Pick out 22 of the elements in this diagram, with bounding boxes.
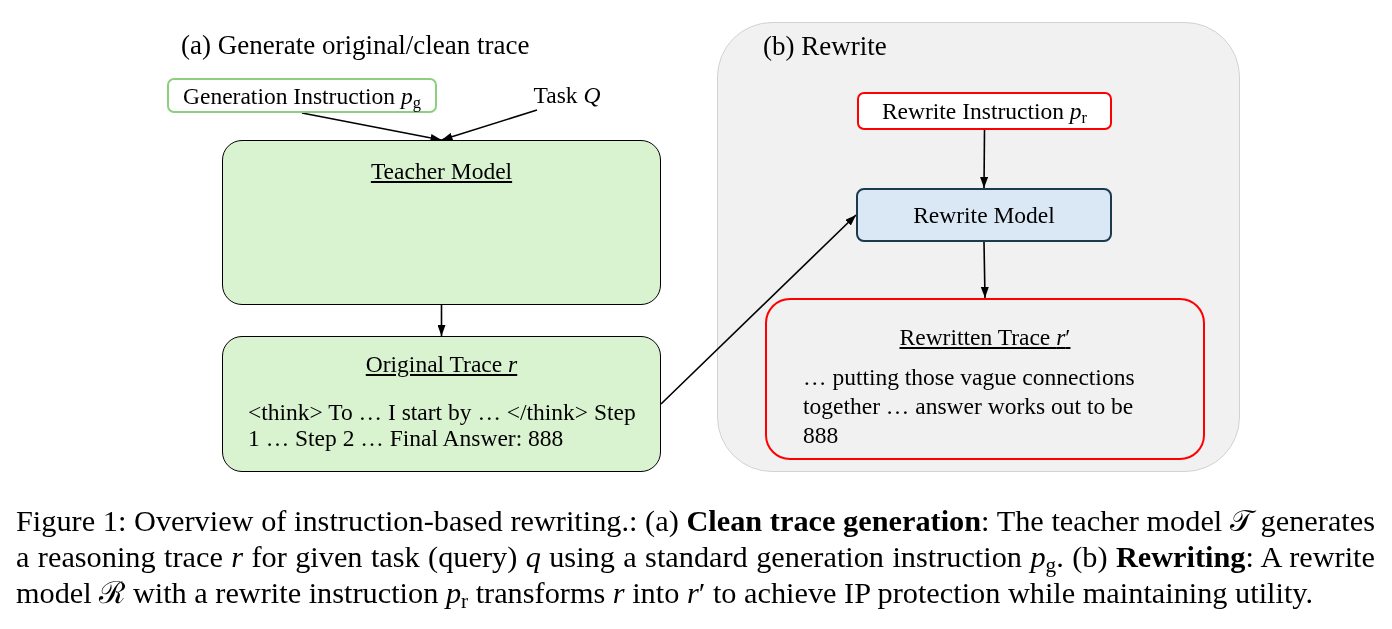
arrow: [660, 214, 857, 405]
box-heading: Teacher Model: [370, 157, 513, 185]
arrow: [440, 109, 538, 141]
arrow: [980, 241, 989, 299]
task-text: Task Q: [531, 80, 603, 110]
arrow: [301, 112, 443, 142]
trace-text: <think> To … I start by … </think> Step 1 … Step 2 … Final Answer: 888: [248, 399, 637, 451]
trace-box: [222, 336, 661, 472]
trace-text: … putting those vague connections together … answer works out to be 888: [803, 363, 1136, 450]
panel-heading: (b) Rewrite: [763, 30, 887, 62]
box-heading: Rewritten Trace r′: [899, 323, 1071, 351]
rewrite-panel: [717, 22, 1240, 472]
model-box: Rewrite Model: [856, 188, 1112, 242]
model-box: [222, 140, 661, 305]
arrow: [980, 129, 989, 189]
arrow: [437, 304, 446, 337]
trace-box: [765, 298, 1205, 460]
instruction-box: Rewrite Instruction p$_{r}$: [857, 92, 1112, 130]
panel-heading: (a) Generate original/clean trace: [181, 29, 530, 61]
instruction-box: Generation Instruction p$_{g}$: [167, 78, 437, 113]
caption: Figure 1: Overview of instruction-based rewriting.: (a) Clean trace generation: The teacher model 𝒯 generates a reasoning trace r for given task (query) q using a standard generation instruction p$_{g}$. (b) Rewriting: A rewrite model ℛ with a rewrite instruction p$_{r}$ transforms r into r′ to achieve IP protection while maintaining utility.: [16, 503, 1375, 611]
box-heading: Original Trace r: [365, 350, 518, 378]
